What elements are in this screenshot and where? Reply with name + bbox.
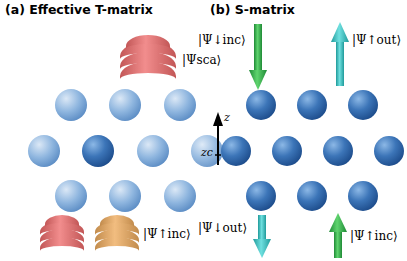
state-label: |Ψ↑inc⟩ — [143, 228, 191, 241]
axis-label: zc — [201, 147, 213, 159]
panel-heading: (b) S-matrix — [210, 3, 295, 17]
state-label: |Ψ↓out⟩ — [198, 222, 247, 235]
incoming-arrow — [249, 24, 267, 90]
wave-packet — [120, 35, 176, 79]
state-label: |Ψ↓inc⟩ — [198, 34, 246, 47]
axis-label: z — [224, 112, 230, 124]
state-label: |Ψsca⟩ — [182, 54, 221, 67]
outgoing-arrow — [331, 22, 349, 86]
panel-heading: (a) Effective T-matrix — [5, 3, 153, 17]
wave-packet — [40, 215, 84, 251]
incoming-arrow — [329, 213, 347, 258]
sphere-lattice — [221, 90, 404, 211]
wave-packet — [95, 215, 139, 251]
sphere-lattice — [28, 89, 223, 212]
state-label: |Ψ↑inc⟩ — [350, 230, 398, 243]
state-label: |Ψ↑out⟩ — [352, 34, 401, 47]
z-axis — [213, 112, 223, 165]
outgoing-arrow — [253, 215, 271, 258]
